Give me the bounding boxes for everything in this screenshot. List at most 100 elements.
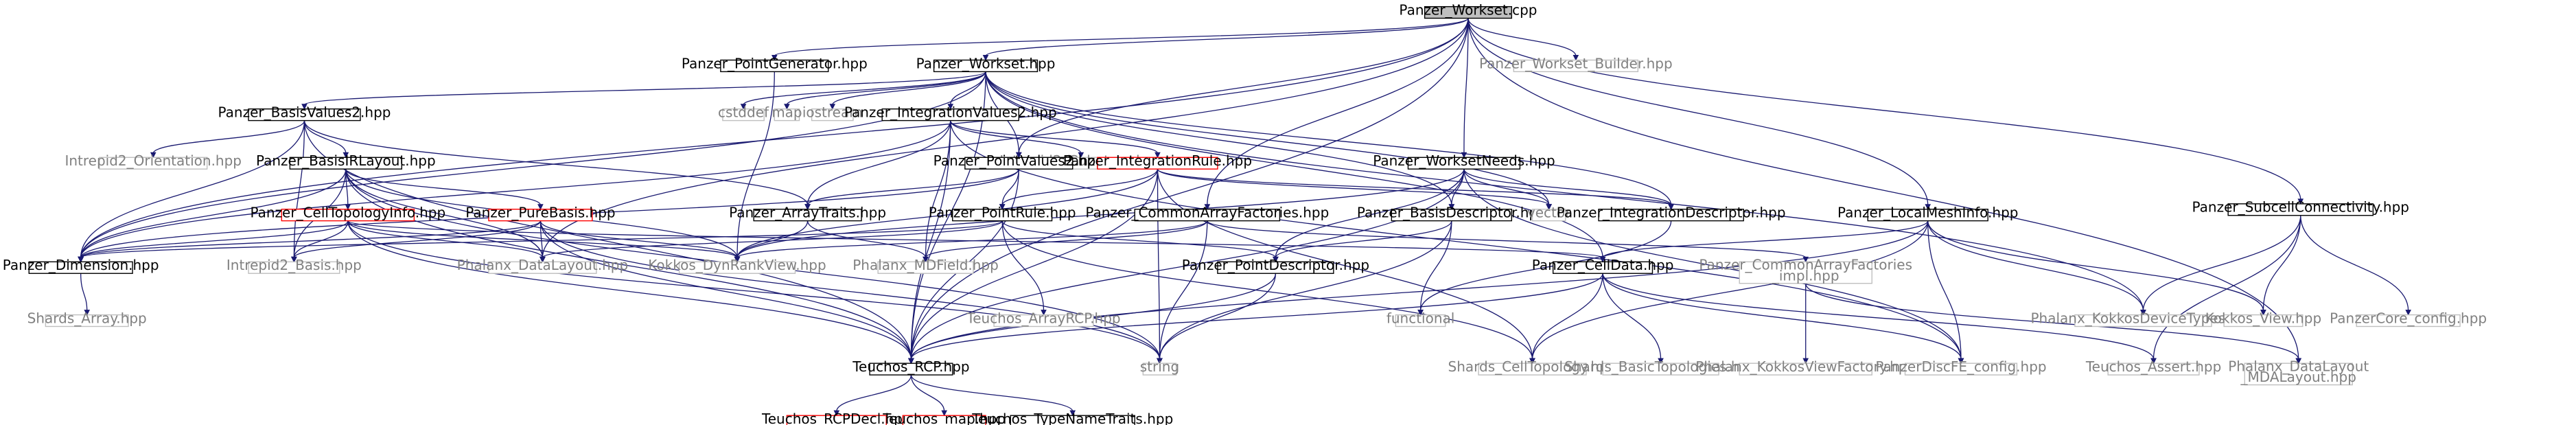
node-label: cstddef <box>718 104 769 121</box>
node-commonarray[interactable]: Panzer_CommonArrayFactories.hpp <box>1085 205 1329 222</box>
node-string: string <box>1140 358 1179 376</box>
node-label: Panzer_ArrayTraits.hpp <box>729 205 886 221</box>
node-shards-celltopo: Shards_CellTopology.hpp <box>1448 358 1616 376</box>
node-box <box>753 209 862 222</box>
arrowhead-n_arraytraits <box>804 204 811 210</box>
node-box <box>99 157 208 170</box>
node-functional: functional <box>1386 310 1454 328</box>
arrowhead-n_teuchos_assert <box>2150 358 2157 365</box>
arrowhead-n_pointrule <box>999 204 1006 210</box>
node-label: Panzer_CellTopologyInfo.hpp <box>250 205 445 221</box>
node-teuchos-rcpdecl[interactable]: Teuchos_RCPDecl.hpp <box>761 411 912 425</box>
edge-n_teuchos_rcp-to-n_teuchos_map <box>910 375 945 412</box>
edge-n_celltopo-to-n_string <box>347 220 1161 360</box>
node-intdesc[interactable]: Panzer_IntegrationDescriptor.hpp <box>1557 205 1786 222</box>
arrowhead-n_commonarray <box>1204 204 1211 210</box>
edge-n_workset_cpp-to-n_workset_hpp <box>985 17 1469 57</box>
edge-n_worksetneeds-to-n_pointdesc <box>1275 169 1465 258</box>
node-box <box>1134 209 1281 222</box>
node-celltopo[interactable]: Panzer_CellTopologyInfo.hpp <box>250 205 445 222</box>
edge-n_localmesh-to-n_kokkos_view <box>1927 220 2264 311</box>
arrowhead-n_iostream <box>829 104 836 110</box>
node-panzercore-cfg: PanzerCore_config.hpp <box>2330 310 2487 328</box>
edge-n_intvalues2-to-n_phx_mdfield <box>925 120 951 258</box>
node-pointgen[interactable]: Panzer_PointGenerator.hpp <box>682 55 868 73</box>
edge-n_workset_cpp-to-n_phx_mdlayout <box>1467 18 2299 360</box>
node-box <box>248 261 340 274</box>
edge-n_basisdesc-to-n_functional <box>1419 220 1452 311</box>
node-basisirlayout[interactable]: Panzer_BasisIRLayout.hpp <box>256 152 436 170</box>
node-purebasis[interactable]: Panzer_PureBasis.hpp <box>465 205 616 222</box>
edge-n_teuchos_rcp-to-n_teuchos_rcpdecl <box>836 374 912 412</box>
node-celldata[interactable]: Panzer_CellData.hpp <box>1532 257 1674 274</box>
node-workset-hpp[interactable]: Panzer_Workset.hpp <box>916 55 1056 73</box>
node-localmesh[interactable]: Panzer_LocalMeshInfo.hpp <box>1837 205 2019 222</box>
node-basisvalues2[interactable]: Panzer_BasisValues2.hpp <box>218 104 391 122</box>
edge-n_subcell-to-n_phx_devtypes <box>2142 215 2301 311</box>
node-box <box>1739 363 1872 376</box>
node-intrule[interactable]: Panzer_IntegrationRule.hpp <box>1063 152 1252 170</box>
node-box <box>488 261 597 274</box>
node-label: Panzer_WorksetNeeds.hpp <box>1373 152 1555 169</box>
edge-n_subcell-to-n_panzercore_cfg <box>2300 215 2409 311</box>
node-label: Intrepid2_Orientation.hpp <box>65 152 242 169</box>
node-label: Phalanx_DataLayout <box>2228 358 2369 374</box>
edge-n_workset_hpp-to-n_teuchos_rcp <box>910 71 986 360</box>
edge-n_purebasis-to-n_intrepid_basis <box>293 220 542 258</box>
node-label: Panzer_LocalMeshInfo.hpp <box>1837 205 2019 221</box>
arrowhead-n_kokkos_drv <box>734 256 741 263</box>
node-subcell[interactable]: Panzer_SubcellConnectivity.hpp <box>2192 199 2410 216</box>
node-pointdesc[interactable]: Panzer_PointDescriptor.hpp <box>1182 257 1369 274</box>
node-label: Teuchos_TypeNameTraits.hpp <box>971 411 1173 425</box>
edge-n_workset_hpp-to-n_cstddef <box>743 71 986 106</box>
arrowhead-n_map <box>784 104 790 110</box>
node-phx-viewfactory: Phalanx_KokkosViewFactory.hpp <box>1695 358 1916 376</box>
edge-n_workset_cpp-to-n_localmesh <box>1467 18 1929 205</box>
node-teuchos-map[interactable]: Teuchos_map.hpp <box>882 411 1006 425</box>
arrowhead-n_phx_datalayout <box>539 256 546 263</box>
node-teuchos-rcp[interactable]: Teuchos_RCP.hpp <box>852 358 970 376</box>
edge-n_basisvalues2-to-n_dimension <box>80 120 305 258</box>
edge-n_pointvalues2-to-n_arraytraits <box>807 168 1019 206</box>
arrowhead-n_celldata <box>1599 256 1606 263</box>
node-phx-mdlayout: Phalanx_DataLayout_MDALayout.hpp <box>2228 358 2369 386</box>
node-label: Panzer_PointRule.hpp <box>929 205 1076 221</box>
node-label: Panzer_CommonArrayFactories.hpp <box>1085 205 1329 221</box>
node-pointvalues2[interactable]: Panzer_PointValues2.hpp <box>933 152 1104 170</box>
arrowhead-n_intrule <box>1154 152 1161 159</box>
node-label: map <box>771 104 802 121</box>
edge-n_pointrule-to-n_phx_datalayout <box>542 220 1003 258</box>
node-intvalues2[interactable]: Panzer_IntegrationValues2.hpp <box>844 104 1057 122</box>
node-box <box>2356 314 2461 328</box>
edge-n_worksetneeds-to-n_kokkos_drv <box>736 169 1465 258</box>
node-basisdesc[interactable]: Panzer_BasisDescriptor.hpp <box>1357 205 1546 222</box>
arrowhead-n_celltopo <box>345 204 351 210</box>
edge-n_pointrule-to-n_dimension <box>80 220 1003 258</box>
edge-n_intrule-to-n_string <box>1157 169 1161 360</box>
edge-n_subcell-to-n_kokkos_view <box>2262 215 2301 311</box>
node-label: string <box>1140 358 1179 375</box>
edge-n_workset_hpp-to-n_map <box>786 71 986 106</box>
node-box <box>933 59 1038 73</box>
node-box <box>1602 363 1719 376</box>
node-box <box>1478 363 1587 376</box>
node-box <box>993 314 1094 328</box>
node-vector: vector <box>1527 205 1571 222</box>
node-box <box>1424 5 1513 19</box>
edge-n_dimension-to-n_shards_array <box>80 273 88 311</box>
node-worksetneeds[interactable]: Panzer_WorksetNeeds.hpp <box>1373 152 1555 170</box>
node-box <box>1010 415 1135 425</box>
node-pointrule[interactable]: Panzer_PointRule.hpp <box>929 205 1076 222</box>
node-workset-cpp[interactable]: Panzer_Workset.cpp <box>1399 2 1538 19</box>
node-teuchos-typename[interactable]: Teuchos_TypeNameTraits.hpp <box>971 411 1173 425</box>
node-dimension[interactable]: Panzer_Dimension.hpp <box>3 257 159 274</box>
node-arraytraits[interactable]: Panzer_ArrayTraits.hpp <box>729 205 886 222</box>
node-box <box>952 209 1053 222</box>
edge-n_basisvalues2-to-n_intrepid_basis <box>293 120 305 258</box>
node-shards-basictopo: Shards_BasicTopologies.hpp <box>1564 358 1757 376</box>
edge-n_workset_hpp-to-n_celldata <box>985 71 1603 258</box>
edge-n_pointrule-to-n_teuchos_arrayrcp <box>1001 220 1045 311</box>
arrowhead-n_panzerdisc_cfg <box>1958 358 1964 365</box>
edge-n_celldata-to-n_teuchos_rcp <box>910 273 1603 360</box>
